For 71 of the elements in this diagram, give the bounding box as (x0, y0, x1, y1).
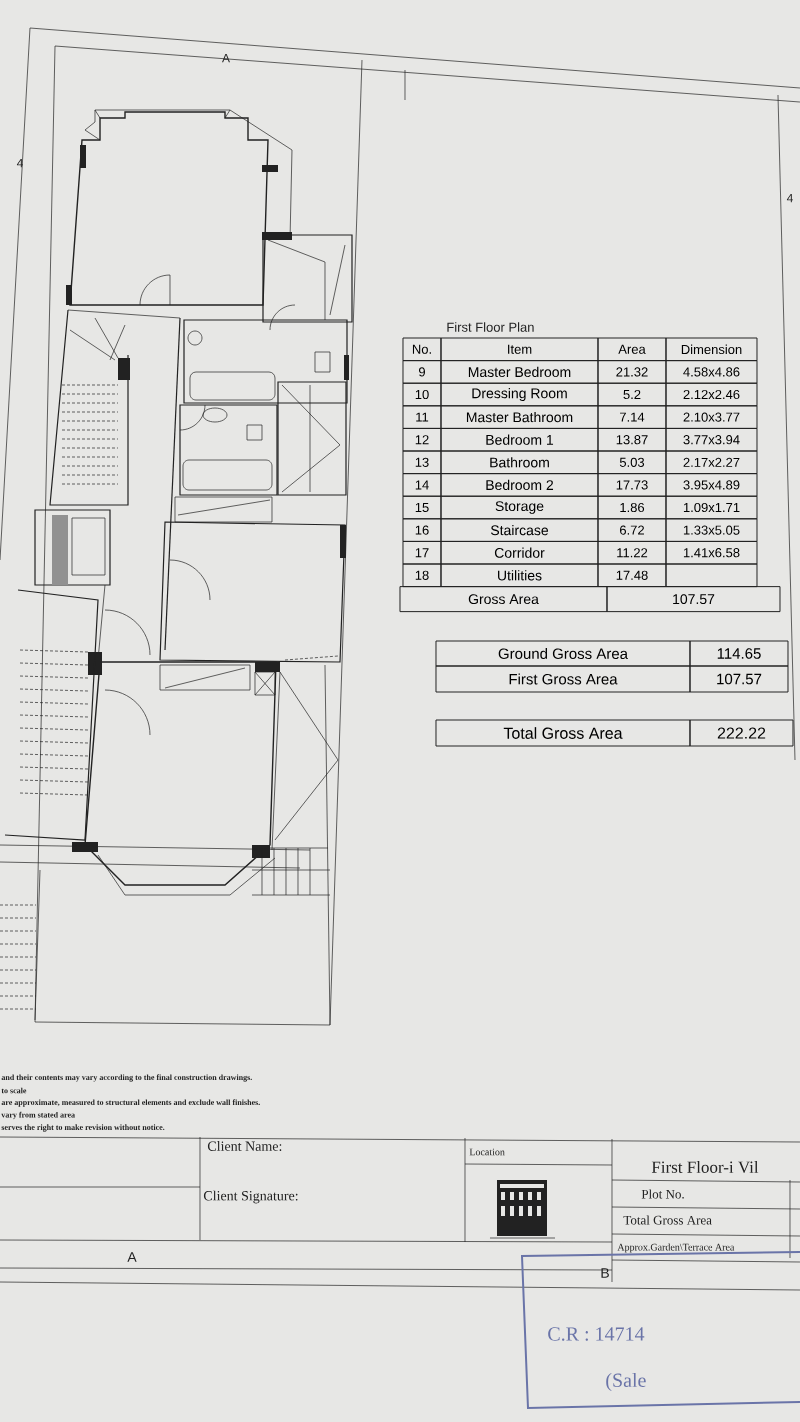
table-cell: 21.32 (597, 360, 667, 384)
table-cell: 3.77x3.94 (665, 427, 758, 452)
table-cell: Gross Area (399, 586, 608, 613)
grid-label: B (601, 1268, 609, 1278)
grid-label: A (222, 53, 230, 63)
table-cell: 7.14 (597, 405, 667, 429)
stamp-text: (Sale (606, 1372, 646, 1392)
table-cell: 5.2 (597, 382, 667, 407)
table-cell: 17 (402, 540, 442, 565)
table-cell: Master Bathroom (440, 405, 599, 429)
table-cell: Area (597, 337, 667, 362)
table-cell: 6.72 (597, 518, 667, 542)
field-label: Client Signature: (203, 1190, 298, 1204)
table-cell: Staircase (440, 518, 599, 542)
table-cell: 12 (402, 427, 442, 452)
table-cell: 10 (402, 382, 442, 407)
table-cell: 107.57 (689, 665, 789, 693)
drawing-title: First Floor-i Vil (651, 1161, 759, 1174)
note-text: are approximate, measured to structural elements and exclude wall finishes. (1, 1099, 260, 1107)
table-cell: 1.09x1.71 (665, 495, 758, 520)
table-cell: Storage (440, 495, 599, 520)
table-cell: 14 (402, 473, 442, 497)
table-cell: 13 (402, 450, 442, 475)
field-label: Location (469, 1148, 505, 1156)
table-cell: 1.41x6.58 (665, 540, 758, 565)
note-text: to scale (1, 1087, 27, 1094)
table-cell: 5.03 (597, 450, 667, 475)
table-cell: Bedroom 1 (440, 427, 599, 452)
table-cell: First Gross Area (435, 665, 691, 693)
grid-label: 4 (16, 158, 23, 168)
field-label: Plot No. (641, 1189, 684, 1199)
table-cell: 17.48 (597, 563, 667, 588)
table-cell: 2.17x2.27 (665, 450, 758, 475)
note-text: vary from stated area (1, 1111, 75, 1120)
table-cell: Item (440, 337, 599, 362)
table-cell: 11 (402, 405, 442, 429)
table-title: First Floor Plan (447, 322, 534, 332)
table-cell: 1.86 (597, 495, 667, 520)
table-cell: Master Bedroom (440, 360, 599, 384)
stamp-text: C.R : 14714 (548, 1327, 645, 1341)
table-cell: 107.57 (606, 586, 781, 613)
table-cell: Corridor (440, 540, 599, 565)
table-cell: Dimension (665, 337, 758, 362)
table-cell: No. (402, 337, 442, 362)
table-cell: 16 (402, 518, 442, 542)
table-cell: 15 (402, 495, 442, 520)
table-cell: 11.22 (597, 540, 667, 565)
table-cell: 222.22 (689, 719, 794, 747)
field-label: Total Gross Area (623, 1215, 712, 1225)
table-cell: 2.12x2.46 (665, 382, 758, 407)
field-label: Approx.Garden\Terrace Area (617, 1243, 735, 1253)
table-cell: Bedroom 2 (440, 473, 599, 497)
table-cell: 114.65 (689, 640, 789, 667)
table-cell: Ground Gross Area (435, 640, 691, 667)
table-cell: Dressing Room (440, 382, 599, 407)
table-cell: Total Gross Area (435, 719, 691, 747)
table-cell: 2.10x3.77 (665, 405, 758, 429)
table-cell: 4.58x4.86 (665, 360, 758, 384)
note-text: serves the right to make revision without notice. (1, 1124, 165, 1132)
field-label: Client Name: (207, 1141, 282, 1151)
table-cell: 1.33x5.05 (665, 518, 758, 542)
grid-label: 4 (786, 193, 793, 203)
table-cell: Bathroom (440, 450, 599, 475)
table-cell: 3.95x4.89 (665, 473, 758, 497)
table-cell: 18 (402, 563, 442, 588)
table-cell: Utilities (440, 563, 599, 588)
table-cell: 9 (402, 360, 442, 384)
note-text: and their contents may vary according to the final construction drawings. (1, 1074, 252, 1082)
grid-label: A (127, 1252, 137, 1262)
table-cell: 13.87 (597, 427, 667, 452)
table-cell: 17.73 (597, 473, 667, 497)
